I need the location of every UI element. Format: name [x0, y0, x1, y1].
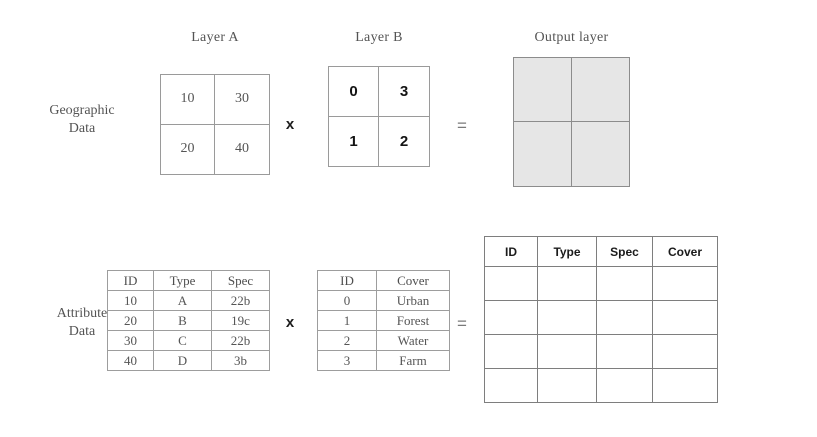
layer-a-raster-grid: 10 30 20 40: [160, 74, 270, 175]
cell-spec: [596, 300, 653, 335]
layer-b-attribute-table: ID Cover 0 Urban 1 Forest 2 Water 3 Farm: [317, 270, 450, 371]
layer-a-cell: 30: [215, 75, 269, 125]
output-layer-cell: [571, 58, 629, 122]
table-header-row: ID Type Spec Cover: [484, 236, 718, 267]
cell-cover: Forest: [376, 310, 450, 331]
layer-a-title: Layer A: [191, 30, 239, 45]
column-header-id: ID: [317, 270, 377, 291]
table-row: 1 Forest: [317, 310, 450, 331]
cell-id: [484, 266, 538, 301]
cell-type: A: [153, 290, 212, 311]
table-row: 2 Water: [317, 330, 450, 351]
output-layer-title: Output layer: [534, 30, 609, 45]
table-row: 40 D 3b: [107, 350, 270, 371]
cell-spec: 19c: [211, 310, 270, 331]
cell-spec: [596, 334, 653, 369]
cell-id: 10: [107, 290, 154, 311]
multiply-operator-geographic: x: [285, 116, 295, 133]
cell-type: [537, 300, 597, 335]
output-layer-cell: [571, 122, 629, 186]
cell-spec: [596, 266, 653, 301]
cell-id: 0: [317, 290, 377, 311]
cell-id: [484, 300, 538, 335]
output-layer-raster-grid: [513, 57, 630, 187]
cell-cover: [652, 334, 718, 369]
equals-operator-geographic: =: [457, 116, 467, 135]
column-header-cover: Cover: [376, 270, 450, 291]
table-row: 10 A 22b: [107, 290, 270, 311]
cell-id: [484, 368, 538, 403]
cell-type: [537, 368, 597, 403]
table-row: [484, 334, 718, 369]
attribute-data-label-line1: Attribute: [56, 306, 108, 321]
table-row: [484, 300, 718, 335]
layer-b-title: Layer B: [355, 30, 403, 45]
layer-b-cell: 2: [399, 132, 409, 150]
table-row: 20 B 19c: [107, 310, 270, 331]
output-attribute-table: ID Type Spec Cover: [484, 236, 718, 403]
cell-id: 3: [317, 350, 377, 371]
cell-type: B: [153, 310, 212, 331]
layer-b-cell: 1: [329, 116, 379, 166]
cell-cover: Farm: [376, 350, 450, 371]
layer-a-cell: 20: [161, 124, 215, 174]
column-header-spec: Spec: [211, 270, 270, 291]
cell-cover: Urban: [376, 290, 450, 311]
cell-cover: [652, 368, 718, 403]
output-layer-cell: [514, 58, 572, 122]
attribute-data-label: Attribute Data: [22, 305, 142, 341]
cell-spec: [596, 368, 653, 403]
cell-cover: [652, 300, 718, 335]
layer-a-cell: 40: [235, 141, 249, 157]
table-header-row: ID Cover: [317, 270, 450, 291]
table-row: 30 C 22b: [107, 330, 270, 351]
cell-type: C: [153, 330, 212, 351]
cell-cover: [652, 266, 718, 301]
cell-type: [537, 266, 597, 301]
cell-id: [484, 334, 538, 369]
cell-spec: 22b: [211, 330, 270, 351]
table-row: 0 Urban: [317, 290, 450, 311]
equals-operator-attribute: =: [457, 314, 467, 333]
layer-b-cell: 3: [379, 67, 429, 117]
output-layer-cell: [514, 122, 572, 186]
table-row: [484, 368, 718, 403]
cell-id: 2: [317, 330, 377, 351]
column-header-type: Type: [153, 270, 212, 291]
cell-id: 20: [107, 310, 154, 331]
column-header-spec: Spec: [596, 236, 653, 267]
multiply-operator-attribute: x: [285, 314, 295, 331]
cell-id: 40: [107, 350, 154, 371]
geographic-data-label-line2: Data: [68, 121, 96, 136]
cell-id: 30: [107, 330, 154, 351]
table-header-row: ID Type Spec: [107, 270, 270, 291]
layer-a-attribute-table: ID Type Spec 10 A 22b 20 B 19c 30 C 22b …: [107, 270, 270, 371]
cell-id: 1: [317, 310, 377, 331]
geographic-data-label-line1: Geographic: [49, 103, 115, 118]
cell-spec: 3b: [211, 350, 270, 371]
table-row: [484, 266, 718, 301]
layer-a-cell: 10: [161, 75, 215, 125]
layer-b-cell: 0: [329, 67, 379, 117]
column-header-id: ID: [484, 236, 538, 267]
attribute-data-label-line2: Data: [68, 324, 96, 339]
column-header-type: Type: [537, 236, 597, 267]
table-row: 3 Farm: [317, 350, 450, 371]
column-header-cover: Cover: [652, 236, 718, 267]
layer-b-raster-grid: 0 3 1 2: [328, 66, 430, 167]
geographic-data-label: Geographic Data: [22, 102, 142, 138]
cell-type: [537, 334, 597, 369]
cell-spec: 22b: [211, 290, 270, 311]
cell-cover: Water: [376, 330, 450, 351]
cell-type: D: [153, 350, 212, 371]
column-header-id: ID: [107, 270, 154, 291]
